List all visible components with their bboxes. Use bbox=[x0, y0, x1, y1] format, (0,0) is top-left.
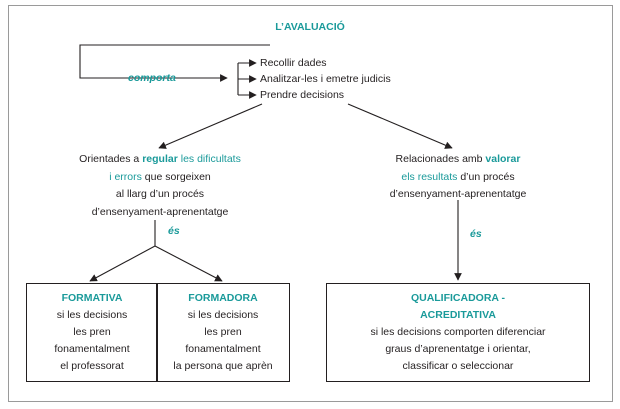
right-branch-text: Relacionades amb valorar els resultats d… bbox=[352, 151, 564, 204]
left-line2-teal: i errors bbox=[109, 170, 142, 183]
qualificadora-line-3: classificar o seleccionar bbox=[402, 360, 514, 372]
right-line1-bold: valorar bbox=[485, 153, 521, 165]
left-branch-line-1: Orientades a regular les dificultats bbox=[50, 151, 270, 169]
right-branch-line-1: Relacionades amb valorar bbox=[352, 151, 564, 169]
left-line1-pre: Orientades a bbox=[79, 153, 143, 165]
diagram-frame bbox=[8, 5, 613, 402]
qualificadora-title-2: ACREDITATIVA bbox=[420, 309, 496, 321]
left-branch-line-2: i errors que sorgeixen bbox=[50, 169, 270, 187]
right-branch-line-2: els resultats d’un procés bbox=[352, 169, 564, 187]
right-line2-post: d’un procés bbox=[457, 170, 515, 183]
arrow-to-right-branch bbox=[347, 103, 453, 149]
title-loop-line bbox=[79, 44, 270, 82]
qualificadora-line-2: graus d’aprenentatge i orientar, bbox=[385, 343, 531, 355]
arrow-to-left-branch bbox=[158, 103, 263, 149]
qualificadora-cell: QUALIFICADORA - ACREDITATIVA si les deci… bbox=[328, 290, 588, 375]
formativa-title: FORMATIVA bbox=[61, 292, 123, 304]
arrow-to-formativa bbox=[89, 245, 156, 282]
left-branch-line-3: al llarg d’un procés bbox=[115, 188, 205, 200]
connector-comporta: comporta bbox=[128, 72, 176, 84]
formadora-line-3: fonamentalment bbox=[185, 343, 261, 355]
qualificadora-title-1: QUALIFICADORA - bbox=[410, 292, 506, 304]
formativa-line-1: si les decisions bbox=[56, 309, 128, 321]
diagram-title: L’AVALUACIÓ bbox=[275, 21, 345, 33]
qualificadora-line-1: si les decisions comporten diferenciar bbox=[370, 326, 546, 338]
formadora-title: FORMADORA bbox=[188, 292, 258, 304]
action-analitzar: Analitzar-les i emetre judicis bbox=[260, 73, 391, 85]
left-type-box bbox=[26, 283, 290, 382]
left-line2-post: que sorgeixen bbox=[141, 170, 211, 183]
right-line2-teal: els resultats bbox=[401, 170, 458, 183]
left-branch-line-4: d’ensenyament-aprenentatge bbox=[91, 205, 229, 218]
arrow-to-formadora bbox=[154, 245, 223, 282]
qualificadora-box bbox=[326, 283, 590, 382]
formadora-line-1: si les decisions bbox=[187, 309, 259, 321]
right-connector-es: és bbox=[470, 228, 482, 240]
action-prendre-decisions: Prendre decisions bbox=[260, 89, 345, 101]
left-branch-text: Orientades a regular les dificultats i e… bbox=[50, 151, 270, 221]
formadora-cell: FORMADORA si les decisions les pren fona… bbox=[158, 290, 288, 375]
right-line1-pre: Relacionades amb bbox=[395, 153, 486, 165]
formativa-cell: FORMATIVA si les decisions les pren fona… bbox=[28, 290, 156, 375]
formativa-line-3: fonamentalment bbox=[54, 343, 130, 355]
formativa-line-2: les pren bbox=[73, 326, 111, 338]
formadora-line-4: la persona que aprèn bbox=[173, 360, 273, 372]
left-connector-es: és bbox=[168, 225, 180, 237]
formadora-line-2: les pren bbox=[204, 326, 242, 338]
formativa-line-4: el professorat bbox=[60, 360, 124, 372]
left-line1-bold: regular bbox=[142, 153, 178, 165]
right-branch-line-3: d’ensenyament-aprenentatge bbox=[389, 188, 527, 200]
left-line1-post: les dificultats bbox=[177, 153, 241, 165]
action-recollir-dades: Recollir dades bbox=[260, 57, 327, 69]
left-box-divider bbox=[156, 283, 158, 382]
